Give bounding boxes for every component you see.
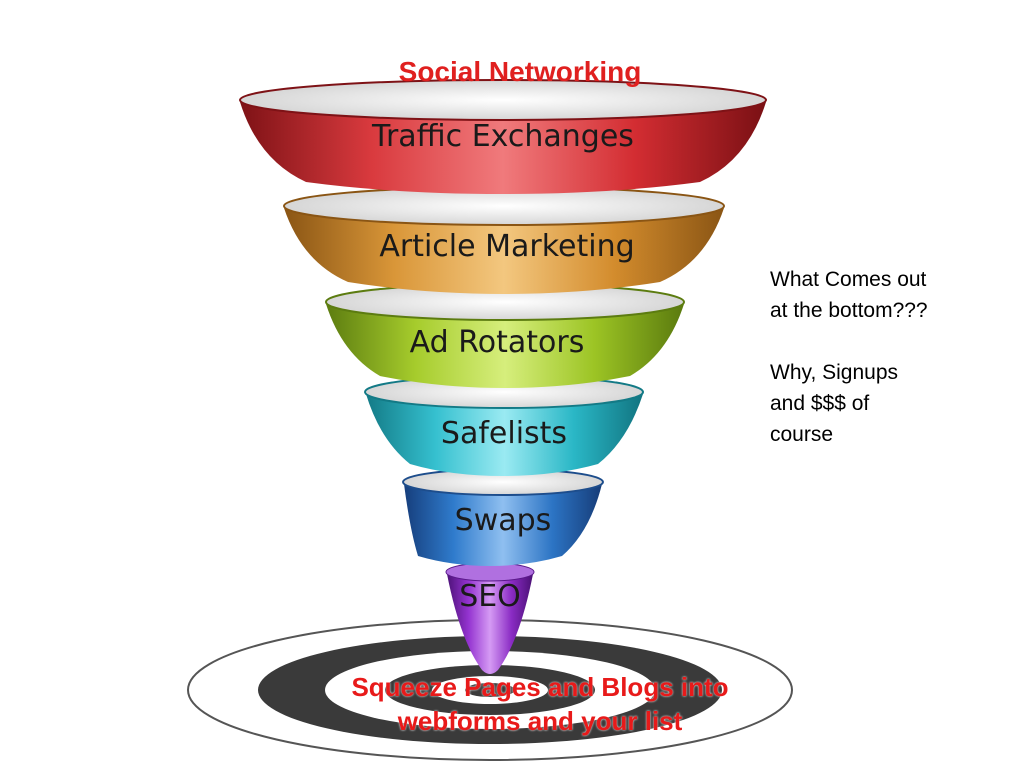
side-note-line: Why, Signups [770, 361, 898, 384]
funnel-label-safelists: Safelists [441, 416, 567, 451]
funnel-label-swaps: Swaps [455, 503, 552, 538]
funnel-label-ad-rotators: Ad Rotators [410, 325, 585, 360]
spacer [770, 326, 980, 357]
target-icon [187, 619, 793, 761]
side-note-line: What Comes out [770, 268, 927, 291]
funnel-tier-traffic-exchanges: Traffic Exchanges [239, 79, 767, 194]
funnel-tier-seo: SEO [445, 562, 535, 674]
funnel-label-article-marketing: Article Marketing [379, 229, 634, 264]
funnel-tier-swaps: Swaps [402, 468, 604, 566]
bottom-caption-line: webforms and your list [397, 706, 683, 736]
funnel-tier-safelists: Safelists [364, 375, 644, 476]
side-note-line: at the bottom??? [770, 299, 928, 322]
page-title: Social Networking [398, 56, 642, 87]
funnel-label-traffic-exchanges: Traffic Exchanges [371, 119, 634, 154]
funnel-label-seo: SEO [459, 579, 521, 614]
side-note: What Comes out at the bottom??? Why, Sig… [770, 264, 980, 450]
side-note-line: course [770, 423, 834, 446]
funnel-tier-article-marketing: Article Marketing [283, 186, 725, 294]
bottom-caption-line: Squeeze Pages and Blogs into [351, 672, 729, 702]
funnel-tier-ad-rotators: Ad Rotators [325, 283, 685, 388]
bottom-caption: Squeeze Pages and Blogs into webforms an… [240, 670, 840, 738]
side-note-line: and $$$ of [770, 392, 870, 415]
